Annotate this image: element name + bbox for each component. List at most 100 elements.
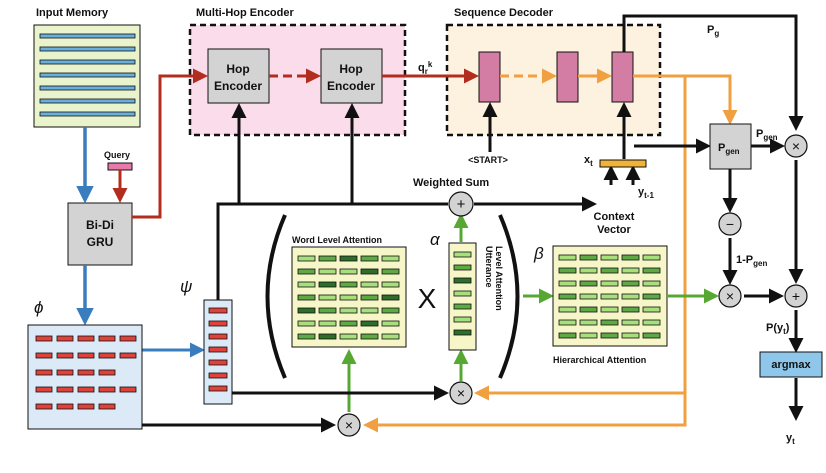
word-attention-cell xyxy=(360,281,379,288)
svg-text:Encoder: Encoder xyxy=(327,79,375,93)
memory-lines xyxy=(39,33,136,117)
utterance-attention-cell xyxy=(453,329,472,336)
phi-bar xyxy=(35,386,53,393)
hierarchical-attention-cell xyxy=(558,319,577,326)
query-bar xyxy=(107,162,133,171)
utterance-level-attention-label: Utterance Level Attention xyxy=(484,246,504,311)
word-attention-cell xyxy=(381,268,400,275)
memory-line xyxy=(39,72,136,78)
phi-bar xyxy=(119,335,137,342)
svg-text:1-Pgen: 1-Pgen xyxy=(736,254,767,268)
arrow-decoder-to-pg xyxy=(622,14,804,131)
svg-text:Pgen: Pgen xyxy=(756,128,778,142)
memory-line xyxy=(39,85,136,91)
svg-text:Pg: Pg xyxy=(707,24,719,38)
word-attention-cell xyxy=(381,294,400,301)
phi-bar xyxy=(56,403,74,410)
psi-memory-block xyxy=(203,299,233,405)
svg-text:Pgen: Pgen xyxy=(718,142,740,156)
hierarchical-attention-cell xyxy=(558,306,577,313)
hierarchical-attention-cell xyxy=(600,280,619,287)
word-attention-cell xyxy=(381,333,400,340)
hierarchical-attention-matrix xyxy=(552,245,668,347)
phi-bar xyxy=(98,369,116,376)
phi-bar xyxy=(98,335,116,342)
utterance-attention-cell xyxy=(453,251,472,258)
word-attention-cell xyxy=(381,307,400,314)
hierarchical-attention-cell xyxy=(621,293,640,300)
word-attention-cell xyxy=(360,294,379,301)
query-label: Query xyxy=(104,150,130,160)
hierarchical-attention-cell xyxy=(600,293,619,300)
word-attention-cell xyxy=(318,255,337,262)
hierarchical-attention-cell xyxy=(558,332,577,339)
word-attention-cell xyxy=(318,281,337,288)
word-attention-cell xyxy=(360,268,379,275)
pyt-label: P(yt) xyxy=(766,322,790,336)
psi-bar xyxy=(208,333,228,340)
svg-text:yt: yt xyxy=(786,432,795,446)
svg-text:×: × xyxy=(792,138,800,154)
phi-memory-block xyxy=(27,324,143,430)
hierarchical-attention-cell xyxy=(642,332,661,339)
weighted-sum-label: Weighted Sum xyxy=(413,177,489,189)
hierarchical-attention-cell xyxy=(642,280,661,287)
svg-text:+: + xyxy=(457,196,466,213)
hierarchical-attention-cell xyxy=(579,267,598,274)
hierarchical-attention-cell xyxy=(600,267,619,274)
word-attention-cell xyxy=(297,281,316,288)
utterance-level-attention-matrix xyxy=(448,242,477,351)
phi-bar xyxy=(77,369,95,376)
word-attention-cell xyxy=(297,294,316,301)
pgen-out-label: Pgen xyxy=(756,128,778,142)
phi-bar xyxy=(77,352,95,359)
word-attention-cell xyxy=(339,281,358,288)
memory-line xyxy=(39,59,136,65)
svg-text:×: × xyxy=(726,288,734,304)
svg-text:GRU: GRU xyxy=(87,235,114,249)
word-attention-cell xyxy=(318,268,337,275)
word-level-attention-title: Word Level Attention xyxy=(292,235,382,245)
utterance-mult-node: × xyxy=(449,381,473,405)
decoder-cell-3 xyxy=(611,51,634,103)
word-attention-cell xyxy=(318,294,337,301)
word-attention-cell xyxy=(318,333,337,340)
utterance-attention-cell xyxy=(453,277,472,284)
times-sign: X xyxy=(418,283,437,314)
phi-bar xyxy=(77,386,95,393)
word-attention-cell xyxy=(297,255,316,262)
phi-bar xyxy=(35,352,53,359)
hierarchical-attention-cell xyxy=(621,306,640,313)
hierarchical-attention-cell xyxy=(642,254,661,261)
decoder-cell-2 xyxy=(556,51,579,103)
right-parenthesis xyxy=(498,214,520,379)
phi-bar xyxy=(98,386,116,393)
hop-encoder-2: Hop Encoder xyxy=(320,48,383,104)
utterance-attention-cell xyxy=(453,264,472,271)
word-attention-cell xyxy=(297,307,316,314)
pg-label: Pg xyxy=(707,24,719,38)
phi-bar xyxy=(77,335,95,342)
hierarchical-attention-cell xyxy=(558,280,577,287)
hierarchical-attention-cell xyxy=(600,254,619,261)
psi-label: ψ xyxy=(180,277,192,296)
one-minus-pgen-label: 1-Pgen xyxy=(736,254,767,268)
beta-label: β xyxy=(533,244,544,263)
pgen-box: Pgen xyxy=(709,123,752,170)
psi-bar xyxy=(208,372,228,379)
arrow-decoder-to-pgen xyxy=(633,74,738,125)
qr-label: qrk xyxy=(418,60,433,76)
phi-bar xyxy=(119,386,137,393)
arrow-gru-to-hop1 xyxy=(132,68,208,219)
phi-bar xyxy=(56,386,74,393)
yt-output-label: yt xyxy=(786,432,795,446)
hierarchical-attention-cell xyxy=(579,293,598,300)
context-label: Context xyxy=(594,211,635,223)
pvocab-mult-node: × xyxy=(784,134,808,158)
minus-node: − xyxy=(718,212,742,236)
phi-bar xyxy=(35,403,53,410)
hierarchical-attention-cell xyxy=(600,306,619,313)
svg-text:Bi-Di: Bi-Di xyxy=(86,218,114,232)
word-attention-cell xyxy=(339,255,358,262)
word-attention-cell xyxy=(360,255,379,262)
